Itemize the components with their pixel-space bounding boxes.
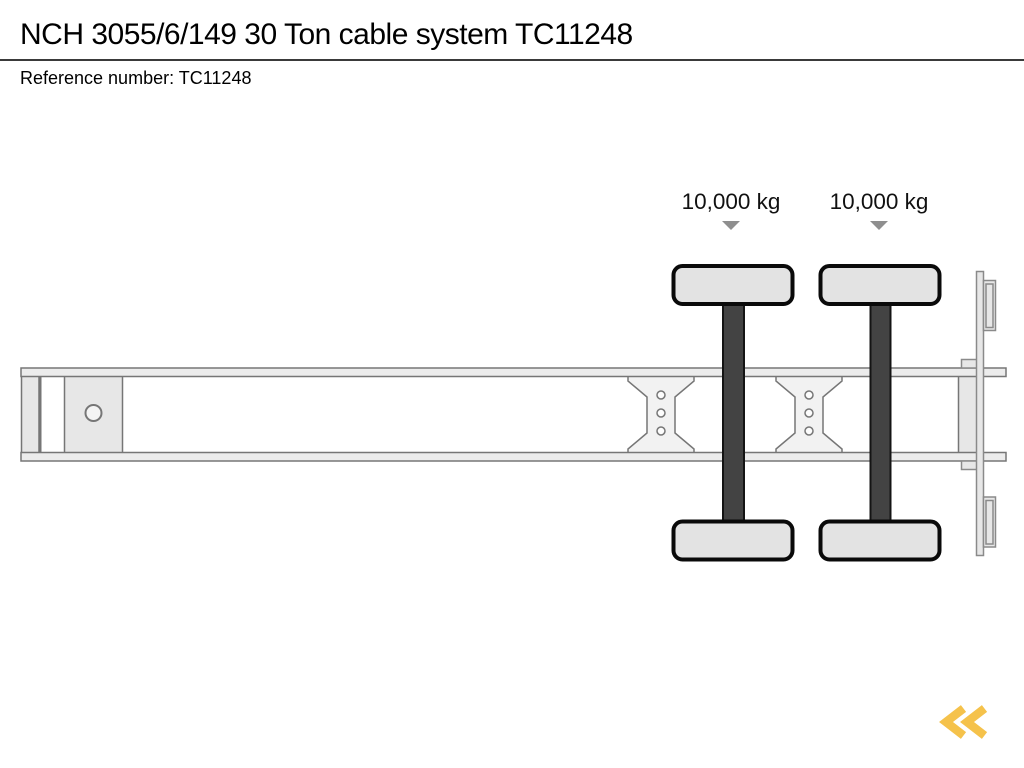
bumper-bracket-top [960, 358, 979, 369]
axle-shaft [722, 301, 745, 525]
bumper-bar [975, 270, 985, 557]
brand-logo [939, 705, 988, 739]
taillight-top-inner [985, 283, 994, 329]
wheel-left [818, 264, 942, 306]
cross-member-2 [775, 375, 843, 454]
front-end-cap [20, 373, 40, 456]
wheel-right [671, 519, 795, 562]
taillight-bottom-inner [985, 499, 994, 545]
frame-rail-bottom [20, 451, 1007, 462]
bolt-hole [656, 426, 666, 436]
title-divider [0, 59, 1024, 61]
frame-rail-top [20, 367, 1007, 378]
double-chevron-left-icon [960, 705, 988, 739]
double-chevron-left-icon [939, 705, 967, 739]
page-title: NCH 3055/6/149 30 Ton cable system TC112… [20, 18, 633, 51]
reference-number: Reference number: TC11248 [20, 68, 252, 88]
axle-1 [671, 264, 795, 562]
wheel-right [818, 519, 942, 562]
cross-member-1 [627, 375, 695, 454]
chassis-web [20, 373, 981, 456]
axle-1-pointer-icon [722, 221, 740, 230]
bolt-hole [656, 390, 666, 400]
bolt-hole [804, 426, 814, 436]
axle-2-load-label: 10,000 kg [830, 189, 929, 214]
bolt-hole [804, 390, 814, 400]
bolt-hole [656, 408, 666, 418]
wheel-left [671, 264, 795, 306]
axle-2-pointer-icon [870, 221, 888, 230]
bumper-bracket-bottom [960, 460, 979, 471]
axle-shaft [869, 301, 892, 525]
rear-bumper [960, 270, 997, 557]
axle-2 [818, 264, 942, 562]
bolt-hole [804, 408, 814, 418]
kingpin [84, 404, 103, 422]
axle-1-load-label: 10,000 kg [682, 189, 781, 214]
